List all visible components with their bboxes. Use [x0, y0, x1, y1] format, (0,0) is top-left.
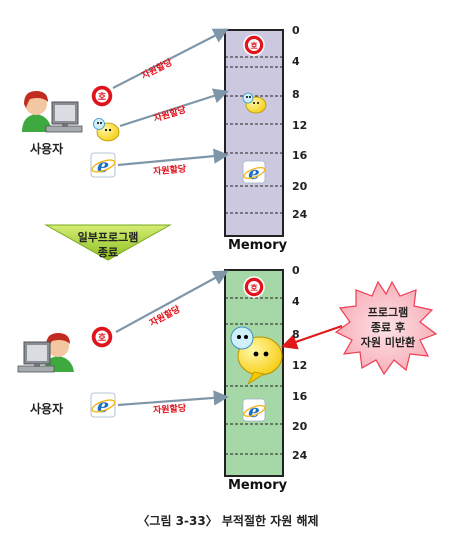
svg-text:호: 호 — [98, 92, 107, 103]
figure-caption: 〈그림 3-33〉 부적절한 자원 해제 — [137, 514, 319, 528]
allocation-arrow — [119, 88, 229, 128]
svg-text:호: 호 — [250, 41, 258, 51]
leak-arrow — [280, 325, 343, 350]
internet-explorer-icon: e — [242, 398, 266, 422]
bottom-allocation-arrows — [115, 270, 230, 407]
svg-text:호: 호 — [98, 333, 107, 344]
internet-explorer-icon: e — [242, 160, 266, 184]
top-tick-12: 12 — [292, 119, 308, 132]
person-at-computer-icon — [22, 91, 83, 133]
bottom-tick-16: 16 — [292, 390, 308, 403]
transition-arrow — [44, 224, 172, 261]
top-user-label: 사용자 — [30, 142, 64, 156]
messenger-program-icon — [242, 92, 267, 114]
top-memory-label: Memory — [228, 238, 288, 253]
top-tick-8: 8 — [292, 88, 300, 101]
top-allocation-arrows — [112, 28, 230, 167]
svg-text:호: 호 — [250, 283, 258, 293]
transition-label-line2: 종료 — [97, 246, 119, 259]
internet-explorer-icon: e — [90, 392, 116, 418]
callout-burst — [334, 280, 438, 376]
top-tick-20: 20 — [292, 180, 308, 193]
internet-explorer-icon: e — [90, 152, 116, 178]
top-tick-0: 0 — [292, 24, 300, 37]
bottom-tick-4: 4 — [292, 295, 300, 308]
messenger-program-icon — [93, 118, 120, 142]
bottom-tick-8: 8 — [292, 328, 300, 341]
messenger-program-icon — [230, 326, 283, 386]
bottom-tick-0: 0 — [292, 264, 300, 277]
bottom-arrow-label-2: 자원할당 — [152, 403, 187, 417]
callout-line1: 프로그램 — [367, 306, 409, 319]
hanja-program-icon: 호 — [243, 34, 265, 56]
svg-text:e: e — [97, 395, 109, 417]
hanja-program-icon: 호 — [90, 325, 114, 349]
bottom-tick-12: 12 — [292, 359, 308, 372]
bottom-user-label: 사용자 — [30, 402, 64, 416]
allocation-arrow — [112, 28, 229, 89]
person-at-computer-icon — [17, 333, 74, 373]
top-tick-24: 24 — [292, 208, 308, 221]
allocation-arrow — [115, 270, 229, 333]
bottom-tick-24: 24 — [292, 449, 308, 462]
top-tick-16: 16 — [292, 149, 308, 162]
hanja-program-icon: 호 — [243, 276, 265, 298]
callout-line2: 종료 후 — [370, 321, 406, 334]
allocation-arrow — [117, 390, 230, 407]
bottom-memory-label: Memory — [228, 478, 288, 493]
top-tick-4: 4 — [292, 55, 300, 68]
hanja-program-icon: 호 — [90, 84, 114, 108]
top-memory-block — [224, 29, 284, 237]
transition-label-line1: 일부프로그램 — [77, 231, 139, 244]
svg-text:e: e — [248, 163, 259, 184]
svg-text:e: e — [248, 401, 259, 422]
svg-text:e: e — [97, 155, 109, 177]
allocation-arrow — [117, 148, 230, 167]
bottom-tick-20: 20 — [292, 420, 308, 433]
callout-line3: 자원 미반환 — [360, 336, 416, 349]
